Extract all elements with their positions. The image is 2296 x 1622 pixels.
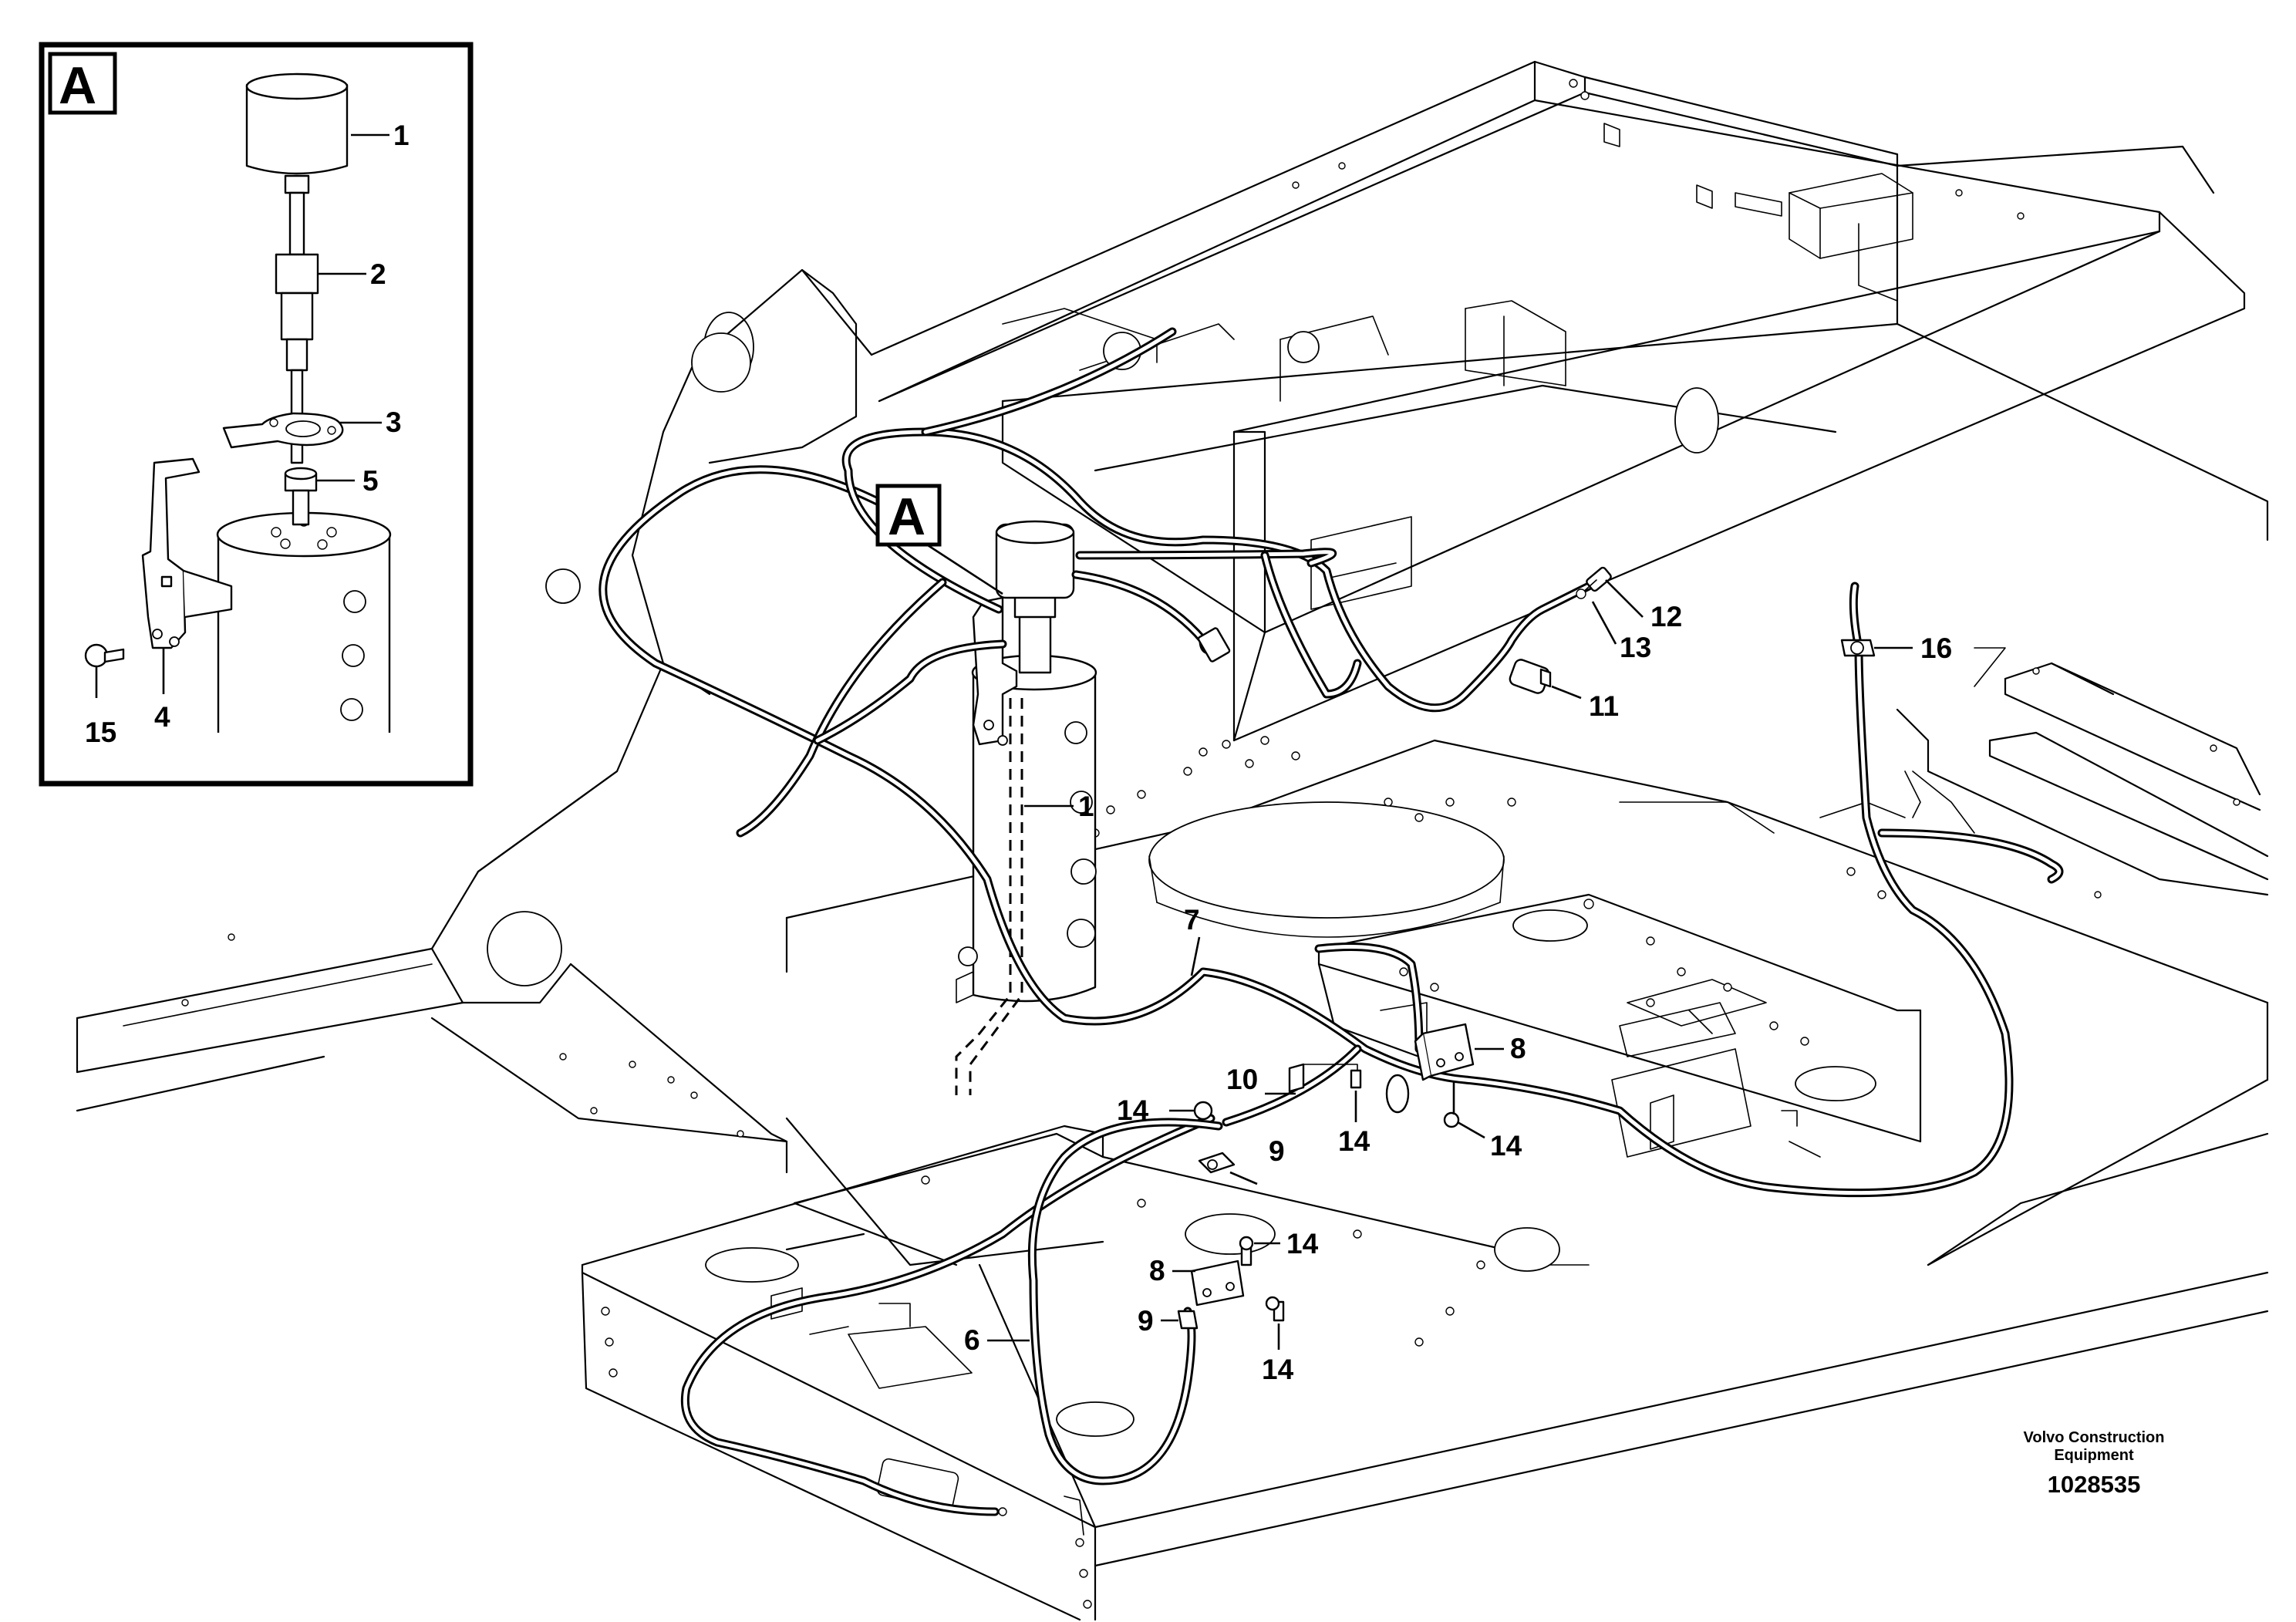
main-view-label: A (888, 487, 925, 546)
detail-callout-3: 3 (386, 406, 402, 438)
callout-9-lower: 9 (1138, 1305, 1154, 1337)
detail-callouts: A 1 2 3 5 4 15 (59, 56, 410, 748)
callout-14-a: 14 (1117, 1094, 1149, 1126)
callout-14-c: 14 (1490, 1130, 1522, 1162)
footer-block: Volvo Construction Equipment 1028535 (2024, 1429, 2165, 1498)
detail-callout-5: 5 (362, 465, 379, 497)
callout-12: 12 (1650, 601, 1682, 632)
company-name-line1: Volvo Construction (2024, 1429, 2165, 1446)
callout-11: 11 (1589, 690, 1619, 722)
callout-8-upper: 8 (1510, 1033, 1526, 1064)
cable-harness-7 (598, 465, 2014, 1198)
cable-right-tail (1314, 582, 2064, 1054)
callout-10: 10 (1226, 1064, 1258, 1095)
bracket-8-lower (1190, 1259, 1245, 1307)
rear-crossmember-box (1317, 893, 1922, 1158)
upper-frame-structure (703, 60, 2269, 742)
callout-14-d: 14 (1286, 1228, 1319, 1259)
callout-8-lower: 8 (1149, 1255, 1165, 1286)
callout-14-e: 14 (1262, 1354, 1294, 1385)
cable-harness-6 (680, 1044, 1362, 1516)
detail-callout-1: 1 (393, 120, 410, 151)
clip-9-upper (1198, 1152, 1236, 1174)
company-name-line2: Equipment (2054, 1447, 2134, 1464)
left-boom-mount-structure (76, 268, 873, 1112)
lower-undercarriage-frame (430, 963, 2269, 1567)
callout-9-upper: 9 (1269, 1135, 1285, 1167)
swivel-cylinder-assembly (955, 520, 1097, 1095)
drawing-number: 1028535 (2048, 1471, 2141, 1498)
main-callouts: 1 7 8 8 6 9 9 10 11 12 13 14 14 14 14 14… (964, 601, 1952, 1385)
clip-9-lower (1177, 1310, 1199, 1330)
callout-14-b: 14 (1338, 1125, 1371, 1157)
bracket-8-upper (1414, 1023, 1475, 1081)
main-view-label-box: A (875, 484, 942, 547)
callout-leaders (95, 133, 1913, 1350)
detail-callout-15: 15 (85, 717, 116, 748)
callout-16: 16 (1920, 632, 1952, 664)
clamp-16 (1840, 639, 1876, 657)
sensor-12-13 (1576, 566, 1612, 599)
callout-13: 13 (1620, 632, 1651, 663)
detail-callout-4: 4 (154, 701, 170, 733)
clip-10 (1288, 1063, 1410, 1114)
callout-7: 7 (1184, 904, 1200, 936)
sensor-11 (1509, 659, 1552, 694)
front-lower-frame-box (581, 1125, 2269, 1621)
callout-1: 1 (1078, 791, 1094, 822)
detail-view-label: A (59, 56, 96, 115)
cable-top-loop (841, 327, 1593, 713)
detail-callout-2: 2 (370, 258, 386, 290)
screws-14 (1193, 1069, 1460, 1322)
callout-6: 6 (964, 1324, 980, 1356)
cable-left-branch (736, 570, 1231, 838)
right-track-frame-section (1896, 662, 2269, 899)
